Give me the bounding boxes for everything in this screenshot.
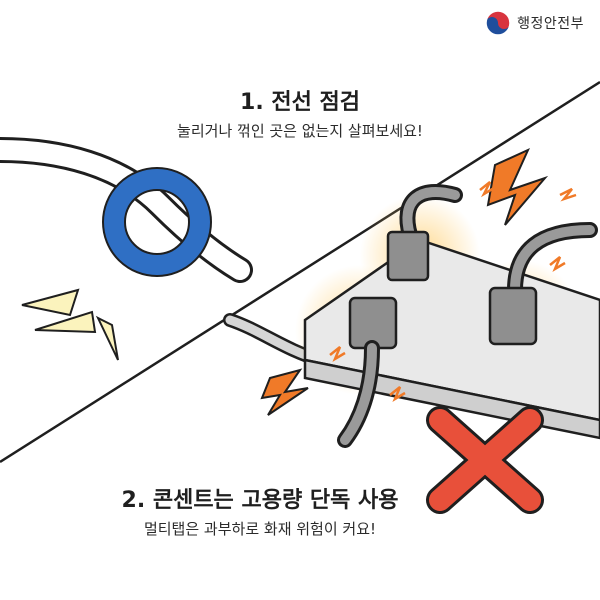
spark-icons (260, 147, 577, 416)
plug-icon-1 (386, 183, 463, 282)
section2-subtitle: 멀티탭은 과부하로 화재 위험이 커요! (143, 520, 377, 538)
ministry-name: 행정안전부 (517, 16, 584, 32)
diagonal-divider (0, 80, 600, 464)
section2-title: 2. 콘센트는 고용량 단독 사용 (121, 488, 399, 513)
section1-title: 1. 전선 점검 (240, 90, 360, 115)
plug-icon-2 (337, 296, 398, 448)
prohibit-x-icon (426, 406, 544, 514)
plug-icon-3 (488, 222, 598, 346)
highlight-ring-icon (102, 167, 212, 277)
taegeuk-emblem-icon (485, 10, 511, 36)
section1-subtitle: 눌리거나 꺾인 곳은 없는지 살펴보세요! (177, 122, 423, 140)
burst-lines-icon (21, 288, 119, 361)
ministry-logo: 행정안전부 (485, 10, 584, 36)
